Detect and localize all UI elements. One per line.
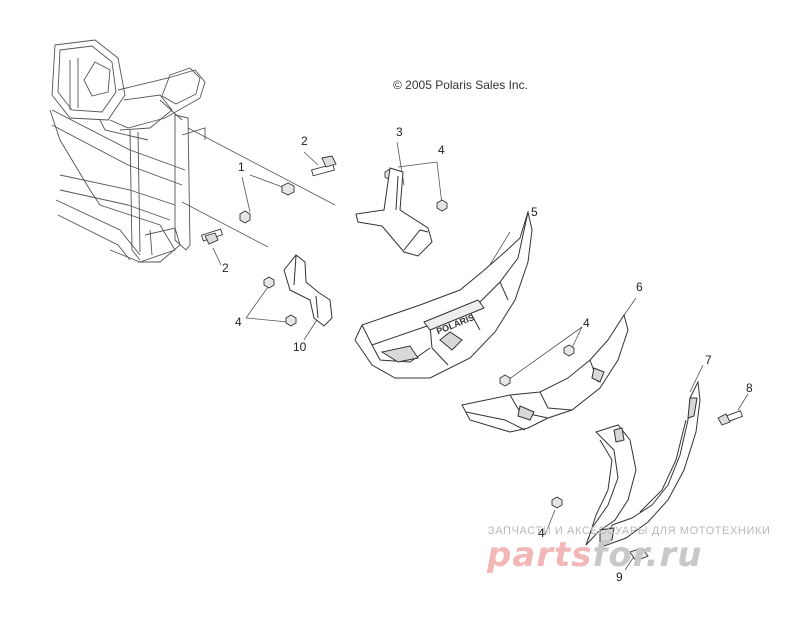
callout-6: 6 xyxy=(636,280,643,294)
bolt-2-lower xyxy=(200,228,224,245)
callout-2-upper: 2 xyxy=(301,134,308,148)
nut-4-left-b xyxy=(285,314,297,327)
bolt-8 xyxy=(717,410,743,426)
callout-4-mid: 4 xyxy=(583,316,590,330)
front-bumper-5: POLARIS xyxy=(354,210,533,379)
nut-4-mid-b xyxy=(499,374,511,387)
nut-4-left-a xyxy=(263,276,275,289)
nut-4-mid-a xyxy=(563,344,575,357)
callout-4-left: 4 xyxy=(235,315,242,329)
callout-9: 9 xyxy=(616,570,623,584)
callout-3: 3 xyxy=(396,125,403,139)
nut-1a xyxy=(281,182,295,196)
bracket-10 xyxy=(283,254,333,327)
watermark-logo-part2: for.ru xyxy=(592,535,703,575)
callout-5: 5 xyxy=(531,205,538,219)
frame-assembly xyxy=(49,39,206,263)
bolt-2-upper xyxy=(311,155,337,177)
watermark-logo-part1: parts xyxy=(487,535,593,575)
clip-9 xyxy=(629,547,649,562)
bracket-3 xyxy=(355,167,433,257)
nut-1b xyxy=(239,210,251,224)
callout-1: 1 xyxy=(238,160,245,174)
callout-8: 8 xyxy=(746,381,753,395)
callout-7: 7 xyxy=(705,353,712,367)
copyright-notice: © 2005 Polaris Sales Inc. xyxy=(393,78,528,92)
watermark-tagline: ЗАПЧАСТИ И АКСЕССУАРЫ ДЛЯ МОТОТЕХНИКИ xyxy=(488,525,771,537)
callout-10: 10 xyxy=(293,340,307,354)
bumper-wing-6 xyxy=(461,313,629,433)
nut-4-upper-b xyxy=(436,199,448,212)
watermark-logo: partsfor.ru xyxy=(487,535,703,575)
nut-4-low xyxy=(551,496,563,509)
callout-4-upper: 4 xyxy=(438,143,445,157)
skid-guard-7 xyxy=(585,380,701,547)
callout-4-low: 4 xyxy=(538,526,545,540)
callout-2-lower: 2 xyxy=(222,261,229,275)
